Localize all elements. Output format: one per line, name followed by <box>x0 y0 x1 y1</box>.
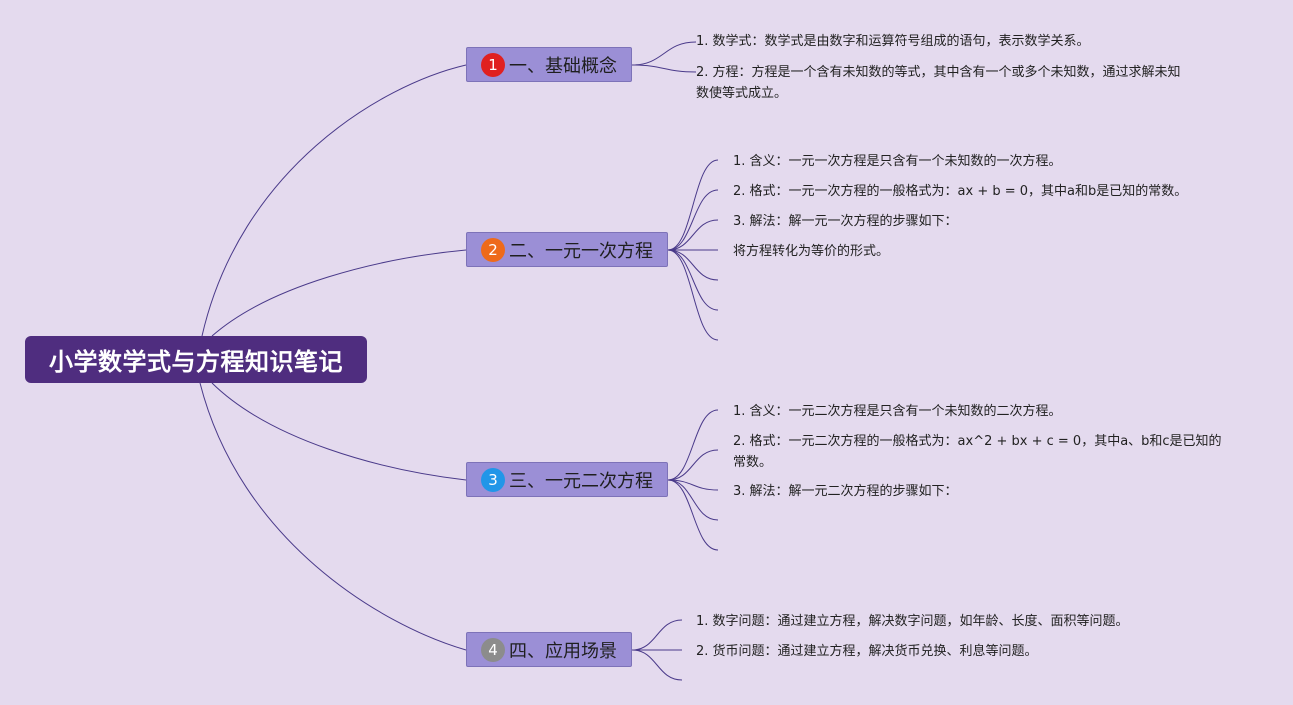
branch-applications[interactable]: 4 四、应用场景 <box>466 632 632 667</box>
branch-title: 一、基础概念 <box>509 55 617 77</box>
leaf-note: 1. 含义：一元二次方程是只含有一个未知数的二次方程。 <box>733 404 1062 419</box>
root-topic[interactable]: 小学数学式与方程知识笔记 <box>25 336 367 383</box>
leaf-note: 3. 解法：解一元一次方程的步骤如下： <box>733 214 958 229</box>
leaf-note: 2. 货币问题：通过建立方程，解决货币兑换、利息等问题。 <box>696 644 1038 659</box>
connector-line <box>667 249 719 341</box>
connector-line <box>631 619 683 651</box>
connector-line <box>667 219 719 251</box>
branch-title: 四、应用场景 <box>509 640 617 662</box>
connector-line <box>667 409 719 481</box>
connector-line <box>667 479 719 551</box>
leaf-note: 1. 数学式：数学式是由数字和运算符号组成的语句，表示数学关系。 <box>696 34 1090 49</box>
leaf-note: 2. 方程：方程是一个含有未知数的等式，其中含有一个或多个未知数，通过求解未知数… <box>696 65 1181 101</box>
leaf-note: 1. 数字问题：通过建立方程，解决数字问题，如年龄、长度、面积等问题。 <box>696 614 1129 629</box>
root-title: 小学数学式与方程知识笔记 <box>49 348 343 376</box>
connector-line <box>211 382 467 481</box>
number-badge: 1 <box>481 52 505 77</box>
connector-line <box>631 64 697 73</box>
branch-quadratic-equation[interactable]: 3 三、一元二次方程 <box>466 462 668 497</box>
connector-line <box>211 249 467 337</box>
connector-line <box>199 382 467 651</box>
connector-line <box>667 249 719 311</box>
connector-line <box>667 159 719 251</box>
branch-linear-equation[interactable]: 2 二、一元一次方程 <box>466 232 668 267</box>
number-badge: 3 <box>481 467 505 492</box>
connector-line <box>667 189 719 251</box>
branch-basic-concepts[interactable]: 1 一、基础概念 <box>466 47 632 82</box>
leaf-note: 1. 含义：一元一次方程是只含有一个未知数的一次方程。 <box>733 154 1062 169</box>
number-badge: 4 <box>481 637 505 662</box>
connector-line <box>667 249 719 281</box>
number-badge: 2 <box>481 237 505 262</box>
connector-line <box>667 449 719 481</box>
connector-line <box>631 41 697 66</box>
connector-line <box>631 649 683 681</box>
leaf-note: 2. 格式：一元二次方程的一般格式为：ax^2 + bx + c = 0，其中a… <box>733 434 1222 470</box>
branch-title: 三、一元二次方程 <box>509 470 653 492</box>
branch-title: 二、一元一次方程 <box>509 240 653 262</box>
connector-line <box>201 64 467 337</box>
connector-line <box>667 479 719 521</box>
leaf-note: 3. 解法：解一元二次方程的步骤如下： <box>733 484 958 499</box>
leaf-note: 2. 格式：一元一次方程的一般格式为：ax + b = 0，其中a和b是已知的常… <box>733 184 1188 199</box>
leaf-note: 将方程转化为等价的形式。 <box>733 244 890 259</box>
